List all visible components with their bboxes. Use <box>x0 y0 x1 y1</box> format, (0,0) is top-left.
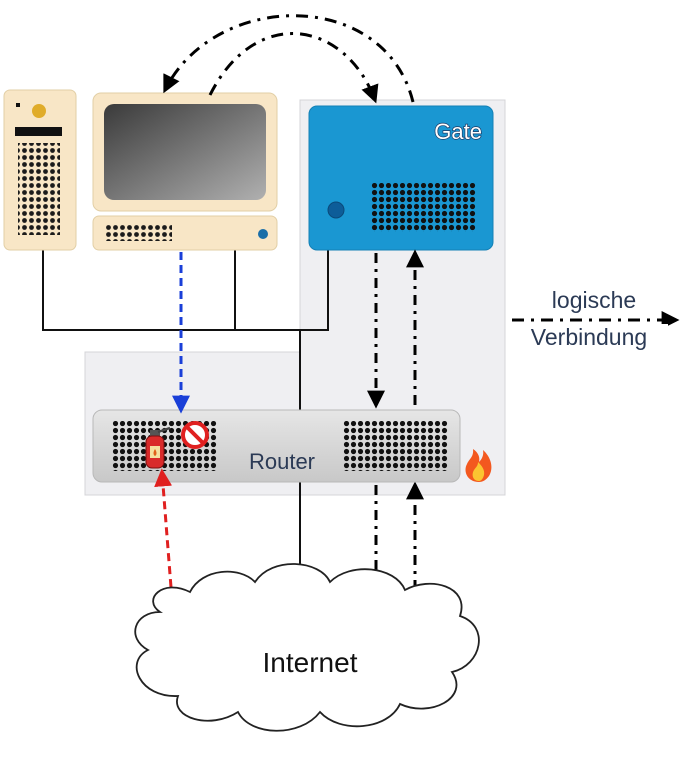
tower-led <box>16 103 20 107</box>
tower-computer <box>3 89 77 251</box>
desktop-computer <box>92 92 278 251</box>
router-label: Router <box>249 449 315 474</box>
no-entry-icon <box>181 421 209 449</box>
internet-label: Internet <box>263 647 358 678</box>
tower-grille <box>18 143 60 235</box>
gate-power-button <box>327 201 345 219</box>
legend-label-line2: Verbindung <box>531 324 647 350</box>
arrow-internet-to-router-attack <box>154 468 174 601</box>
legend-label-line1: logische <box>552 287 636 313</box>
gate-label: Gate <box>434 119 482 144</box>
legend-text-bg-2 <box>512 324 668 352</box>
gate-server: Gate <box>308 105 494 251</box>
arrow-gate-to-desktop <box>163 14 415 103</box>
tower-power-button <box>32 104 46 118</box>
monitor-screen <box>104 104 266 200</box>
legend: logische Verbindung <box>512 287 680 352</box>
fire-extinguisher-icon <box>145 426 171 469</box>
internet-cloud: Internet <box>134 563 480 732</box>
desktop-grille <box>106 225 172 241</box>
desktop-power-led <box>258 229 268 239</box>
router-grille-right <box>343 421 448 471</box>
logical-connection-gate-internet <box>367 249 424 594</box>
gate-grille <box>371 183 476 232</box>
legend-text-bg-1 <box>530 288 650 314</box>
fire-icon <box>465 449 492 482</box>
tower-drive-slot <box>15 127 62 136</box>
logical-connection-desktop-gate <box>163 14 415 104</box>
arrow-desktop-to-gate <box>208 32 379 104</box>
